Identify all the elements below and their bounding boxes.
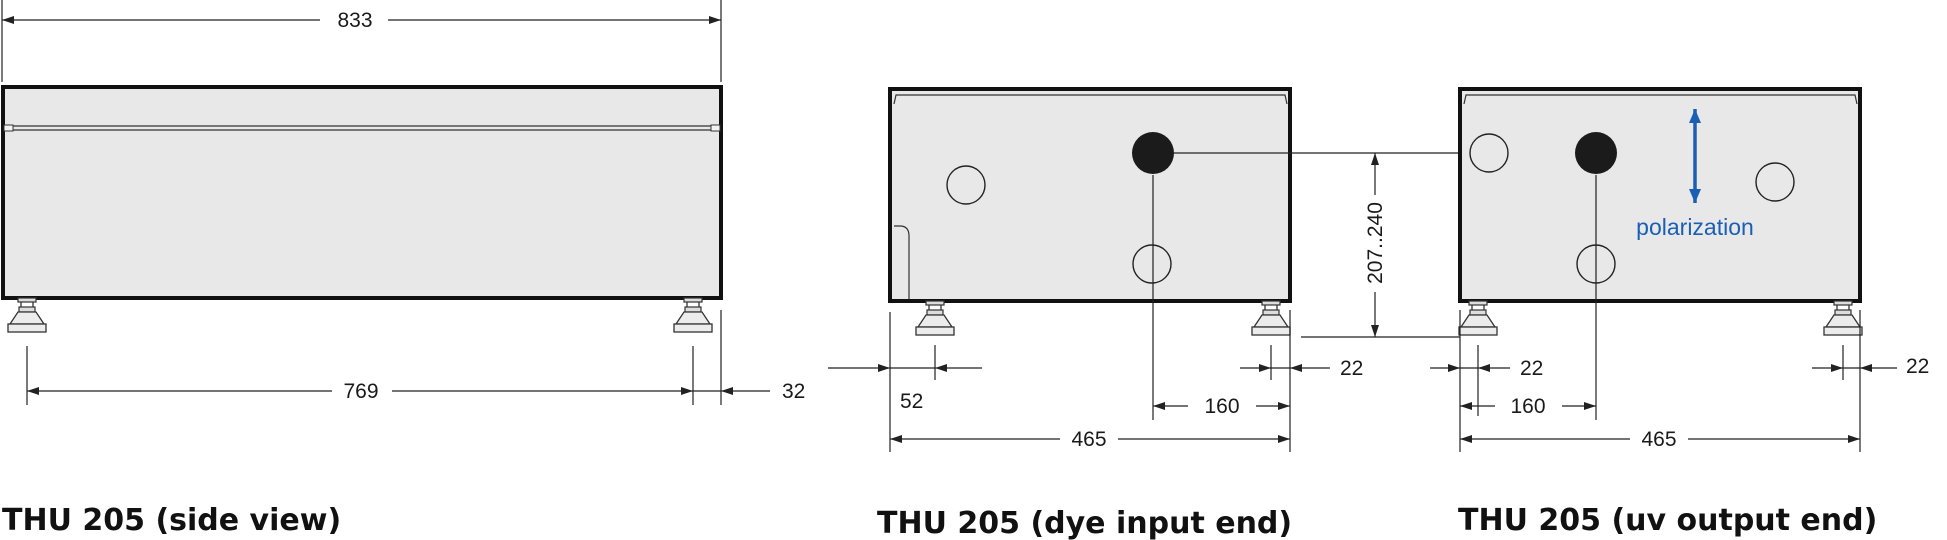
dye-input-beam-port [1132,132,1174,174]
dye-input-port-left [946,165,986,205]
side-view-foot-right [673,297,713,333]
dim-dye-port-offset: 160 [1204,395,1239,418]
dye-input-body [888,87,1292,303]
dim-dye-foot-left-offset: 52 [900,390,923,413]
dim-foot-offset: 32 [782,380,805,403]
dim-overall-length: 833 [337,9,372,32]
dye-input-foot-right [1251,300,1291,336]
dim-dye-foot-right-offset: 22 [1340,357,1363,380]
uv-output-port-right [1755,162,1795,202]
dye-input-foot-left [915,300,955,336]
dim-uv-port-offset: 160 [1510,395,1545,418]
side-view-caption: THU 205 (side view) [2,503,341,538]
dim-uv-foot-right-offset: 22 [1906,355,1929,378]
dye-input-view: 207..240 52 22 160 465 THU 205 (dye inpu… [828,87,1460,540]
uv-output-foot-left [1458,300,1498,336]
uv-output-view: polarization 22 22 160 465 THU 205 (uv o… [1430,87,1929,538]
dim-foot-spacing: 769 [343,380,378,403]
uv-output-beam-port [1575,132,1617,174]
dim-height-range: 207..240 [1364,202,1387,284]
uv-output-foot-right [1823,300,1863,336]
dye-input-port-lower [1132,244,1172,284]
side-view-foot-left [7,297,47,333]
dim-dye-width: 465 [1071,428,1106,451]
dye-input-caption: THU 205 (dye input end) [877,506,1292,540]
dim-uv-width: 465 [1641,428,1676,451]
uv-output-port-left [1469,133,1509,173]
polarization-label: polarization [1636,214,1754,240]
side-view-body [1,85,723,300]
side-view: 833 769 32 THU 205 (side view) [1,0,805,538]
uv-output-caption: THU 205 (uv output end) [1458,503,1877,538]
uv-output-body [1458,87,1862,303]
dim-uv-foot-left-offset: 22 [1520,357,1543,380]
